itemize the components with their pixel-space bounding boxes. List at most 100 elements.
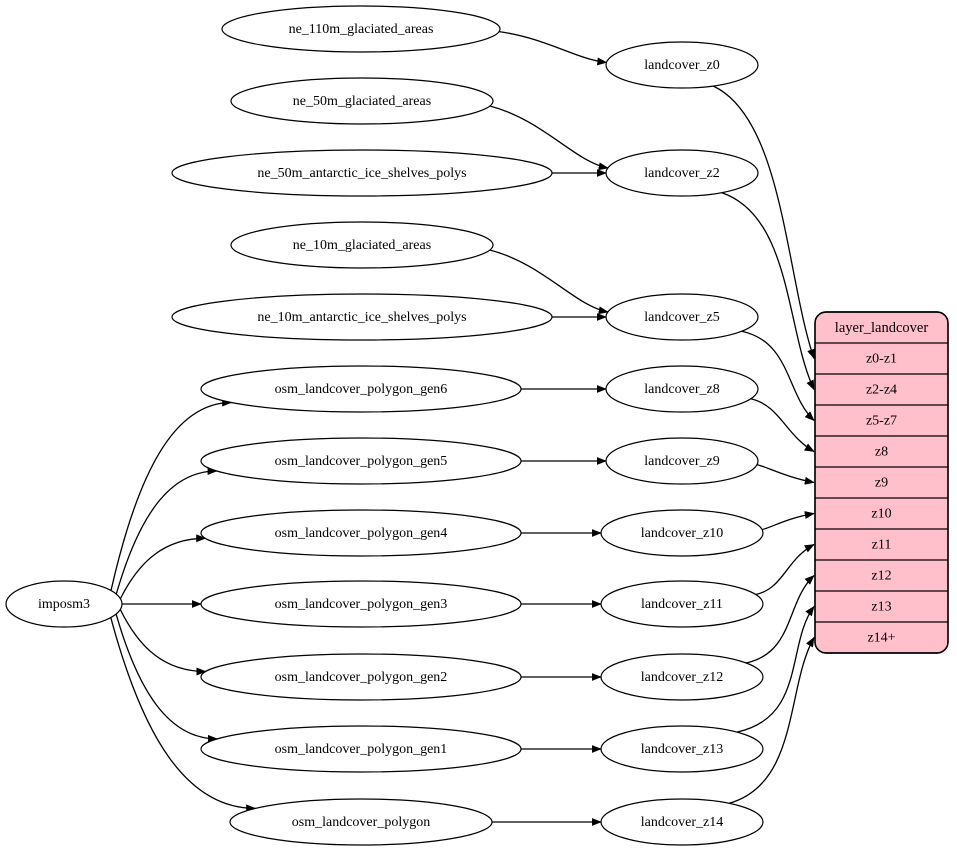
table-border — [814, 311, 949, 654]
edge-landcover_z10-to-z10 — [761, 511, 815, 531]
node-shape-imposm3 — [5, 580, 123, 628]
table-row-label-z8: z8 — [875, 445, 888, 460]
layer-landcover-table: layer_landcover z0-z1 z2-z4 z5-z7 z8 z9 z10 z11… — [814, 311, 949, 654]
node-landcover_z12[interactable]: landcover_z12 — [600, 653, 764, 701]
table-row-label-z11: z11 — [872, 538, 892, 553]
edge-landcover_z0-to-z0-z1 — [712, 85, 815, 360]
node-shape-landcover_z11 — [600, 580, 764, 628]
node-shape-landcover_z8 — [605, 365, 759, 413]
node-label-osm_landcover_polygon_gen2: osm_landcover_polygon_gen2 — [275, 670, 448, 685]
node-landcover_z10[interactable]: landcover_z10 — [600, 509, 764, 557]
node-osm_landcover_polygon_gen3[interactable]: osm_landcover_polygon_gen3 — [200, 580, 522, 628]
edge-imposm3-to-osm_landcover_polygon_gen1 — [115, 613, 218, 743]
node-label-osm_landcover_polygon_gen5: osm_landcover_polygon_gen5 — [275, 454, 448, 469]
node-landcover_z0[interactable]: landcover_z0 — [605, 41, 759, 89]
edge-ne_10m_glaciated_areas-to-landcover_z5 — [489, 249, 609, 315]
table-row-z9[interactable]: z9 — [815, 467, 948, 498]
node-shape-ne_50m_antarctic_ice_shelves_polys — [171, 149, 553, 197]
table-row-label-z12: z12 — [871, 569, 891, 584]
edge-landcover_z14-to-z14+ — [728, 636, 815, 804]
node-shape-ne_10m_antarctic_ice_shelves_polys — [171, 293, 553, 341]
node-label-landcover_z0: landcover_z0 — [644, 58, 719, 73]
table-row-label-z10: z10 — [871, 507, 891, 522]
table-row-z0-z1[interactable]: z0-z1 — [815, 343, 948, 374]
table-row-label-z14+: z14+ — [867, 631, 895, 646]
table-row-label-z13: z13 — [871, 600, 891, 615]
node-label-landcover_z14: landcover_z14 — [641, 815, 723, 830]
node-label-landcover_z13: landcover_z13 — [641, 742, 723, 757]
node-osm_landcover_polygon_gen5[interactable]: osm_landcover_polygon_gen5 — [200, 437, 522, 485]
node-label-ne_110m_glaciated_areas: ne_110m_glaciated_areas — [289, 22, 434, 37]
table-row-z11[interactable]: z11 — [815, 529, 948, 560]
node-shape-osm_landcover_polygon_gen5 — [200, 437, 522, 485]
node-landcover_z11[interactable]: landcover_z11 — [600, 580, 764, 628]
edge-landcover_z8-to-z8 — [750, 398, 815, 453]
node-label-landcover_z10: landcover_z10 — [641, 526, 723, 541]
node-ne_10m_glaciated_areas[interactable]: ne_10m_glaciated_areas — [230, 221, 494, 269]
table-row-z13[interactable]: z13 — [815, 591, 948, 622]
node-landcover_z9[interactable]: landcover_z9 — [605, 437, 759, 485]
node-label-ne_10m_glaciated_areas: ne_10m_glaciated_areas — [293, 238, 431, 253]
table-row-z8[interactable]: z8 — [815, 436, 948, 467]
edge-imposm3-to-osm_landcover_polygon_gen5 — [115, 467, 218, 595]
table-row-label-z5-z7: z5-z7 — [866, 414, 897, 429]
node-osm_landcover_polygon_gen1[interactable]: osm_landcover_polygon_gen1 — [200, 725, 522, 773]
node-landcover_z13[interactable]: landcover_z13 — [600, 725, 764, 773]
table-row-label-z9: z9 — [875, 476, 888, 491]
node-label-landcover_z2: landcover_z2 — [644, 166, 719, 181]
edge-landcover_z11-to-z11 — [755, 543, 815, 596]
edge-ne_50m_glaciated_areas-to-landcover_z2 — [489, 105, 609, 171]
node-shape-ne_10m_glaciated_areas — [230, 221, 494, 269]
node-shape-landcover_z10 — [600, 509, 764, 557]
node-label-landcover_z5: landcover_z5 — [644, 310, 719, 325]
node-label-osm_landcover_polygon_gen3: osm_landcover_polygon_gen3 — [275, 597, 448, 612]
node-landcover_z8[interactable]: landcover_z8 — [605, 365, 759, 413]
node-ne_50m_glaciated_areas[interactable]: ne_50m_glaciated_areas — [230, 77, 494, 125]
node-shape-landcover_z5 — [605, 293, 759, 341]
node-landcover_z2[interactable]: landcover_z2 — [605, 149, 759, 197]
node-landcover_z14[interactable]: landcover_z14 — [600, 798, 764, 846]
node-osm_landcover_polygon[interactable]: osm_landcover_polygon — [229, 798, 493, 846]
node-label-ne_50m_antarctic_ice_shelves_polys: ne_50m_antarctic_ice_shelves_polys — [257, 166, 466, 181]
table-row-z12[interactable]: z12 — [815, 560, 948, 591]
node-shape-osm_landcover_polygon_gen3 — [200, 580, 522, 628]
edge-imposm3-to-osm_landcover_polygon_gen4 — [119, 534, 207, 599]
node-label-landcover_z12: landcover_z12 — [641, 670, 723, 685]
edge-landcover_z12-to-z12 — [746, 574, 815, 664]
node-shape-ne_50m_glaciated_areas — [230, 77, 494, 125]
node-landcover_z5[interactable]: landcover_z5 — [605, 293, 759, 341]
table-layer-landcover[interactable]: layer_landcover z0-z1 z2-z4 z5-z7 z8 z9 z10 z11… — [814, 311, 949, 654]
edge-ne_110m_glaciated_areas-to-landcover_z0 — [499, 30, 608, 66]
table-row-z10[interactable]: z10 — [815, 498, 948, 529]
table-row-label-z0-z1: z0-z1 — [866, 352, 897, 367]
edge-landcover_z5-to-z5-z7 — [741, 330, 815, 422]
node-imposm3[interactable]: imposm3 — [5, 580, 123, 628]
node-shape-osm_landcover_polygon — [229, 798, 493, 846]
node-label-osm_landcover_polygon_gen4: osm_landcover_polygon_gen4 — [275, 526, 448, 541]
node-shape-landcover_z14 — [600, 798, 764, 846]
node-shape-osm_landcover_polygon_gen4 — [200, 509, 522, 557]
node-shape-landcover_z9 — [605, 437, 759, 485]
node-osm_landcover_polygon_gen4[interactable]: osm_landcover_polygon_gen4 — [200, 509, 522, 557]
table-row-z5-z7[interactable]: z5-z7 — [815, 405, 948, 436]
edge-imposm3-to-osm_landcover_polygon_gen2 — [119, 609, 207, 676]
node-osm_landcover_polygon_gen6[interactable]: osm_landcover_polygon_gen6 — [200, 365, 522, 413]
node-shape-landcover_z0 — [605, 41, 759, 89]
node-shape-landcover_z13 — [600, 725, 764, 773]
edge-imposm3-to-osm_landcover_polygon_gen6 — [110, 398, 233, 591]
table-row-z14+[interactable]: z14+ — [815, 622, 948, 653]
node-label-ne_50m_glaciated_areas: ne_50m_glaciated_areas — [293, 94, 431, 109]
node-label-imposm3: imposm3 — [38, 597, 90, 612]
node-shape-landcover_z12 — [600, 653, 764, 701]
table-header-label: layer_landcover — [835, 320, 929, 336]
table-row-z2-z4[interactable]: z2-z4 — [815, 374, 948, 405]
node-osm_landcover_polygon_gen2[interactable]: osm_landcover_polygon_gen2 — [200, 653, 522, 701]
node-label-osm_landcover_polygon_gen1: osm_landcover_polygon_gen1 — [275, 742, 448, 757]
edge-imposm3-to-osm_landcover_polygon — [110, 617, 257, 813]
node-ne_110m_glaciated_areas[interactable]: ne_110m_glaciated_areas — [221, 5, 501, 53]
node-label-landcover_z9: landcover_z9 — [644, 454, 719, 469]
node-ne_50m_antarctic_ice_shelves_polys[interactable]: ne_50m_antarctic_ice_shelves_polys — [171, 149, 553, 197]
node-ne_10m_antarctic_ice_shelves_polys[interactable]: ne_10m_antarctic_ice_shelves_polys — [171, 293, 553, 341]
node-shape-osm_landcover_polygon_gen2 — [200, 653, 522, 701]
